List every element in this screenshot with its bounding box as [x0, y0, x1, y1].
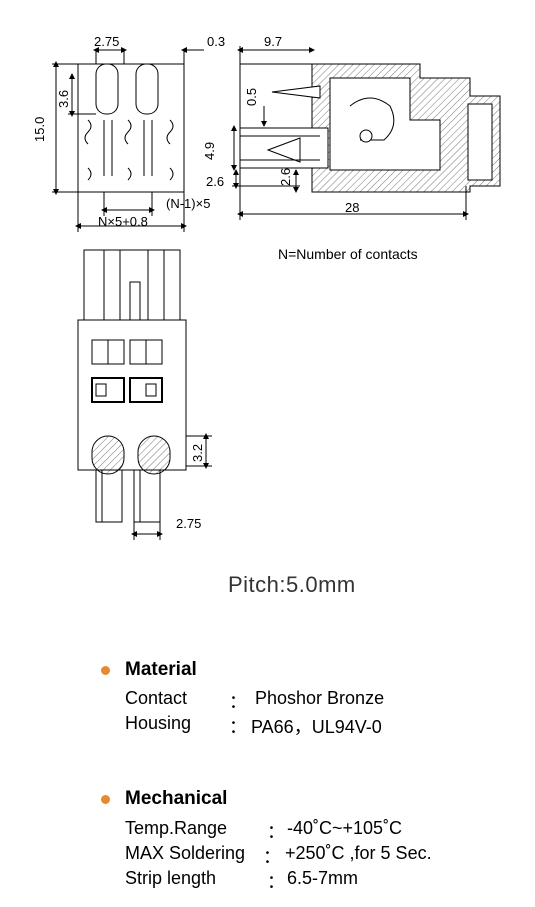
mechanical-title: Mechanical — [125, 788, 228, 809]
row-sep: ： — [267, 822, 285, 842]
mechanical-row-soldering: MAX Soldering ： +250˚C ,for 5 Sec. — [125, 843, 432, 867]
dim-top-gap: 0.3 — [207, 34, 225, 49]
dim-side-26a: 2.6 — [206, 174, 224, 189]
mechanical-row-temp: Temp.Range ： -40˚C~+105˚C — [125, 818, 402, 842]
side-section-view — [232, 46, 501, 220]
pitch-label: Pitch:5.0mm — [228, 572, 356, 597]
dim-side-49: 4.9 — [202, 142, 217, 160]
material-row-housing: Housing ： PA66，UL94V-0 — [125, 713, 382, 737]
dim-bottom-width: N×5+0.8 — [98, 214, 148, 229]
mechanical-bullet-icon — [101, 795, 110, 804]
material-row-contact: Contact ： Phoshor Bronze — [125, 688, 384, 712]
row-label: MAX Soldering — [125, 843, 246, 863]
row-label: Housing — [125, 713, 192, 733]
dim-top-pitch: 2.75 — [94, 34, 119, 49]
material-title: Material — [125, 659, 197, 680]
contacts-note: N=Number of contacts — [278, 246, 418, 262]
dim-side-05: 0.5 — [244, 88, 259, 106]
front-view-bottom — [77, 249, 212, 540]
dim-side-26b: 2.6 — [278, 168, 293, 186]
row-sep: ： — [229, 717, 247, 737]
row-label: Temp.Range — [125, 818, 228, 838]
dim-left-small: 3.6 — [56, 90, 71, 108]
dim-front-275: 2.75 — [176, 516, 201, 531]
row-value: -40˚C~+105˚C — [287, 818, 403, 838]
row-value: PA66，UL94V-0 — [251, 717, 382, 737]
dim-bottom-length: 28 — [345, 200, 359, 215]
row-sep: ： — [263, 847, 281, 867]
row-value: 6.5-7mm — [287, 868, 359, 888]
row-label: Contact — [125, 688, 188, 708]
row-label: Strip length — [125, 868, 217, 888]
row-value: Phoshor Bronze — [255, 688, 385, 708]
dim-bottom-pitch: (N-1)×5 — [166, 196, 210, 211]
row-sep: ： — [229, 692, 247, 712]
dim-front-32: 3.2 — [190, 444, 205, 462]
material-bullet-icon — [101, 666, 110, 675]
row-value: +250˚C ,for 5 Sec. — [285, 843, 432, 863]
dim-left-total: 15.0 — [32, 117, 47, 142]
row-sep: ： — [267, 872, 285, 892]
dim-top-depth: 9.7 — [264, 34, 282, 49]
mechanical-row-strip: Strip length ： 6.5-7mm — [125, 868, 358, 892]
